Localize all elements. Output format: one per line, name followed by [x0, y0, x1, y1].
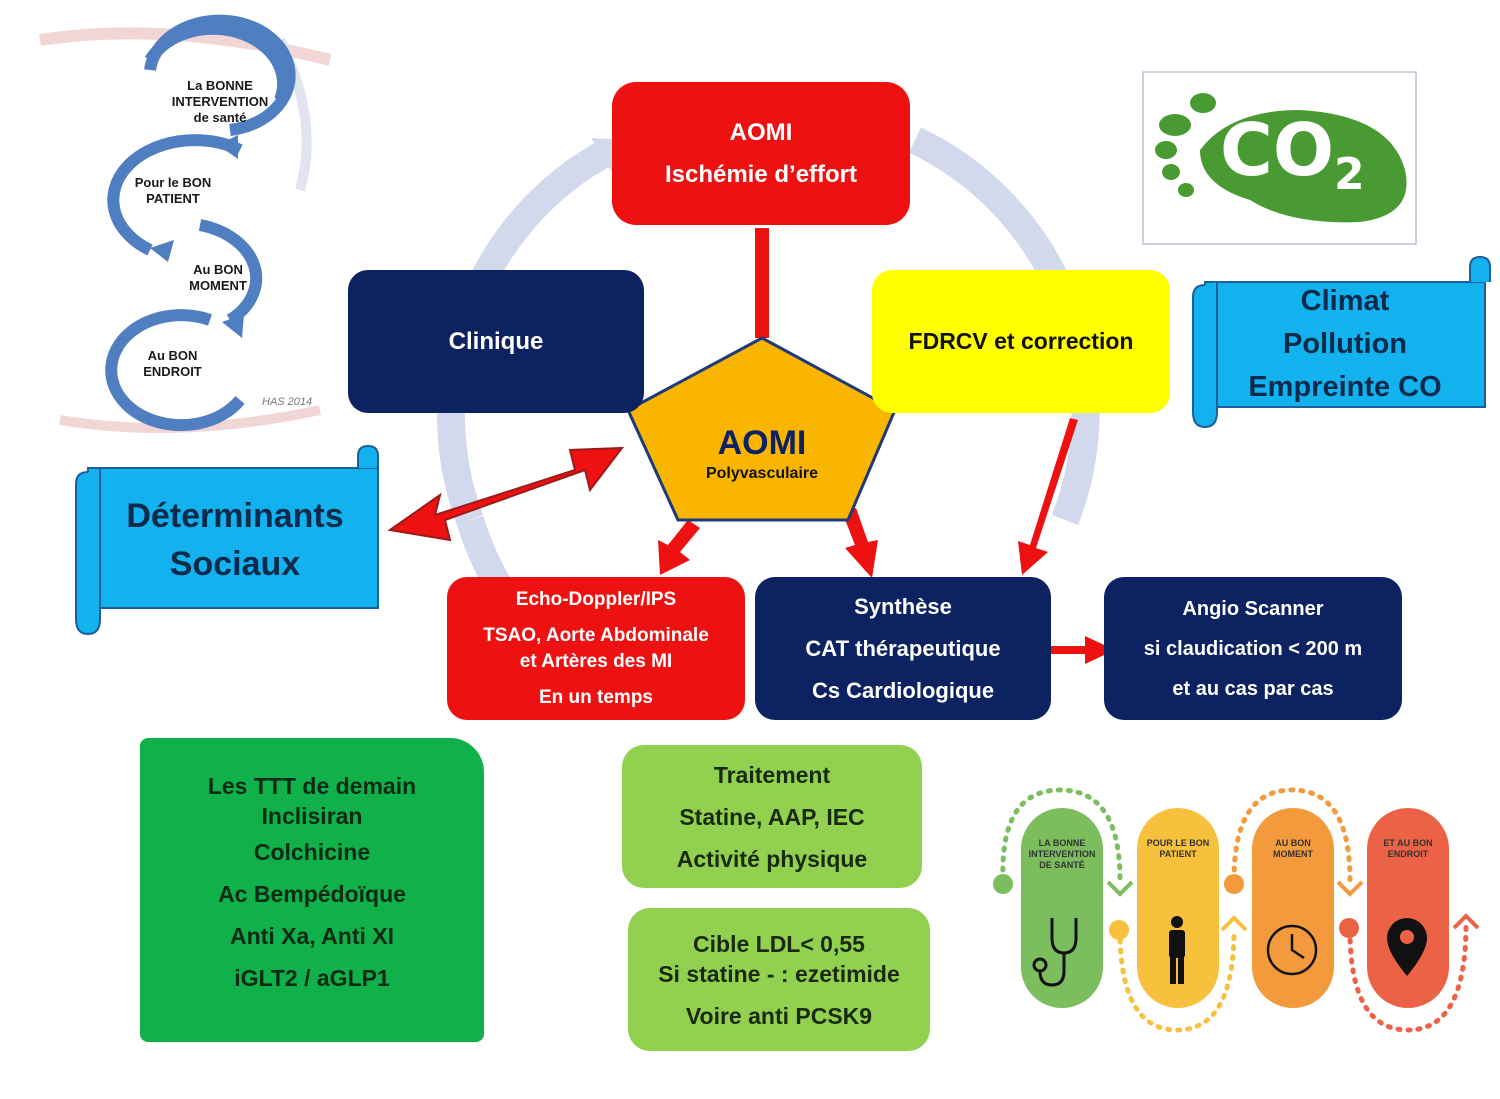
pill-text: LA BONNE	[1038, 838, 1086, 848]
has-step-text: Pour le BON	[134, 175, 212, 190]
climat-scroll: Climat Pollution Empreinte CO	[1210, 282, 1480, 407]
ttt-line-5: Anti Xa, Anti XI	[230, 923, 394, 949]
has-cycle-diagram	[39, 14, 332, 433]
synthese-line-1: Synthèse	[854, 593, 952, 619]
pill-text: ET AU BON	[1383, 838, 1433, 848]
angio-line-1: Angio Scanner	[1182, 597, 1324, 620]
echo-line-1: Echo-Doppler/IPS	[515, 588, 677, 610]
has-step-bon-patient: Pour le BON PATIENT	[118, 175, 228, 207]
synthese-line-3: Cs Cardiologique	[811, 677, 995, 703]
echo-doppler-box: Echo-Doppler/IPS TSAO, Aorte Abdominale …	[447, 577, 745, 720]
pill-text: AU BON	[1275, 838, 1311, 848]
determinants-line: Déterminants	[126, 496, 344, 535]
pill-label-endroit: ET AU BON ENDROIT	[1368, 838, 1448, 860]
fdrcv-box: FDRCV et correction	[872, 270, 1170, 413]
has-step-text: de santé	[193, 110, 247, 125]
synthese-box: Synthèse CAT thérapeutique Cs Cardiologi…	[755, 577, 1051, 720]
ttt-line-2: Inclisiran	[261, 803, 363, 829]
echo-line-4: En un temps	[538, 686, 653, 708]
pill-label-intervention: LA BONNE INTERVENTION DE SANTÉ	[1022, 838, 1102, 871]
center-title: AOMI	[717, 424, 807, 462]
pill-text: ENDROIT	[1387, 849, 1429, 859]
ttt-line-6: iGLT2 / aGLP1	[234, 965, 390, 991]
echo-line-3: et Artères des MI	[519, 650, 673, 672]
has-step-text: ENDROIT	[143, 364, 202, 379]
ldl-line-3: Voire anti PCSK9	[685, 1002, 873, 1029]
has-step-text: Au BON	[147, 348, 198, 363]
angio-line-3: et au cas par cas	[1172, 677, 1334, 700]
pill-text: INTERVENTION	[1028, 849, 1096, 859]
angio-scanner-box: Angio Scanner si claudication < 200 m et…	[1104, 577, 1402, 720]
traitement-line-3: Activité physique	[676, 845, 868, 872]
has-source-label: HAS 2014	[262, 396, 313, 408]
traitement-line-2: Statine, AAP, IEC	[679, 803, 865, 830]
has-step-text: PATIENT	[146, 191, 200, 206]
determinants-scroll-shape	[75, 444, 379, 636]
has-step-text: INTERVENTION	[171, 94, 269, 109]
stethoscope-icon	[1032, 918, 1078, 987]
ttt-line-3: Colchicine	[253, 839, 371, 865]
climat-line: Climat	[1300, 285, 1390, 317]
ldl-line-2: Si statine - : ezetimide	[658, 960, 900, 987]
empreinte-line: Empreinte CO	[1248, 371, 1442, 403]
traitement-box: Traitement Statine, AAP, IEC Activité ph…	[622, 745, 922, 888]
pill-text: POUR LE BON	[1146, 838, 1210, 848]
pill-text: DE SANTÉ	[1039, 860, 1085, 870]
traitement-line-1: Traitement	[713, 761, 831, 788]
aomi-top-subtitle: Ischémie d’effort	[664, 160, 858, 188]
has-step-bon-endroit: Au BON ENDROIT	[125, 348, 220, 380]
center-subtitle: Polyvasculaire	[705, 465, 819, 482]
has-step-bonne-intervention: La BONNE INTERVENTION de santé	[160, 78, 280, 126]
pills-dotted-path	[993, 787, 1480, 1033]
has-step-text: Au BON	[193, 262, 243, 277]
connector-arrows	[387, 228, 1115, 664]
aomi-ischemie-box: AOMI Ischémie d’effort	[612, 82, 910, 225]
pill-label-patient: POUR LE BON PATIENT	[1138, 838, 1218, 860]
aomi-top-title: AOMI	[729, 118, 793, 146]
ttt-line-1: Les TTT de demain	[207, 773, 417, 799]
clinique-label: Clinique	[448, 327, 544, 355]
ttt-line-4: Ac Bempédoïque	[218, 881, 406, 907]
pill-text: MOMENT	[1273, 849, 1313, 859]
co2-main: CO	[1220, 108, 1335, 192]
sociaux-line: Sociaux	[169, 544, 301, 583]
person-icon	[1169, 916, 1185, 984]
pollution-line: Pollution	[1282, 328, 1408, 360]
has-step-text: MOMENT	[189, 278, 247, 293]
clinique-box: Clinique	[348, 270, 644, 413]
clock-icon	[1266, 924, 1318, 976]
co2-footprint-image	[1142, 71, 1417, 245]
ttt-demain-box: Les TTT de demain Inclisiran Colchicine …	[140, 738, 484, 1042]
center-aomi-label: AOMI Polyvasculaire	[640, 412, 884, 492]
pill-label-moment: AU BON MOMENT	[1253, 838, 1333, 860]
fdrcv-label: FDRCV et correction	[908, 328, 1134, 354]
determinants-sociaux-scroll: Déterminants Sociaux	[100, 472, 370, 607]
ldl-line-1: Cible LDL< 0,55	[693, 930, 865, 957]
co2-subscript: 2	[1334, 149, 1365, 200]
echo-line-2: TSAO, Aorte Abdominale	[483, 624, 709, 646]
pill-text: PATIENT	[1159, 849, 1197, 859]
has-step-text: La BONNE	[187, 78, 253, 93]
synthese-line-2: CAT thérapeutique	[805, 635, 1001, 661]
location-pin-icon	[1387, 918, 1427, 976]
angio-line-2: si claudication < 200 m	[1143, 637, 1363, 660]
cible-ldl-box: Cible LDL< 0,55 Si statine - : ezetimide…	[628, 908, 930, 1051]
has-step-bon-moment: Au BON MOMENT	[168, 262, 268, 294]
climat-scroll-shape	[1192, 255, 1491, 429]
co2-text: CO2	[1220, 110, 1365, 215]
